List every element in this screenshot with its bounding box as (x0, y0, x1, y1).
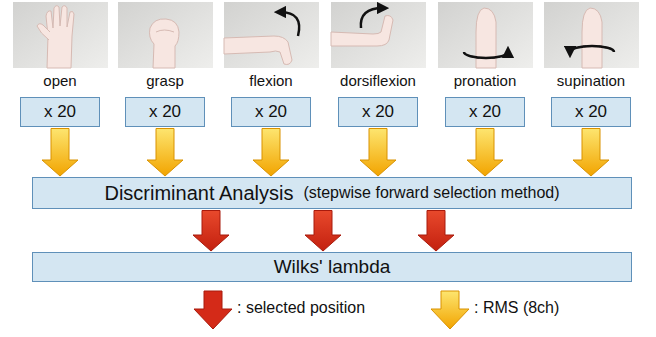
motion-label: flexion (249, 72, 292, 89)
motion-label: open (43, 72, 76, 89)
rotation-arrow (570, 46, 614, 52)
legend-red-arrow (194, 291, 232, 329)
rotation-arrow (464, 52, 508, 58)
motion-label: pronation (454, 72, 517, 89)
rotation-back (464, 52, 508, 58)
motion-arrow (361, 8, 383, 28)
process-box: Discriminant Analysis (stepwise forward s… (32, 177, 632, 209)
repeat-box: x 20 (338, 97, 418, 127)
motion-arrow (280, 12, 299, 36)
photo-ground (438, 2, 533, 68)
motion-label: grasp (146, 72, 184, 89)
box-title: Wilks' lambda (274, 256, 391, 278)
legend-text: : RMS (8ch) (474, 299, 559, 317)
repeat-box: x 20 (231, 97, 311, 127)
hand (46, 6, 74, 68)
selected-position-arrow (193, 211, 229, 252)
box-title: Discriminant Analysis (104, 182, 293, 205)
rms-arrow (467, 129, 503, 177)
supination-photo (544, 2, 639, 68)
hand (582, 8, 602, 68)
rms-arrow (360, 129, 396, 177)
grasp-photo (118, 2, 213, 68)
photo-ground (331, 2, 426, 68)
motion-label: supination (557, 72, 625, 89)
flexion-photo (224, 2, 319, 68)
box-title: x 20 (362, 102, 394, 122)
box-title: x 20 (255, 102, 287, 122)
photo-ground (544, 2, 639, 68)
fist (150, 19, 180, 68)
box-title: x 20 (575, 102, 607, 122)
rms-arrow (253, 129, 289, 177)
photo-ground (224, 2, 319, 68)
repeat-box: x 20 (551, 97, 631, 127)
rms-arrow (42, 129, 78, 177)
repeat-box: x 20 (445, 97, 525, 127)
hand (224, 36, 292, 65)
repeat-box: x 20 (125, 97, 205, 127)
pronation-photo (438, 2, 533, 68)
repeat-box: x 20 (20, 97, 100, 127)
box-title: x 20 (149, 102, 181, 122)
photo-ground (118, 2, 213, 68)
selected-position-arrow (305, 211, 341, 252)
rms-arrow (147, 129, 183, 177)
legend-yellow-arrow (431, 291, 469, 329)
photo-ground (13, 2, 108, 68)
selected-position-arrow (418, 211, 454, 252)
motion-label: dorsiflexion (340, 72, 416, 89)
knuckles (156, 30, 174, 32)
dorsiflexion-photo (331, 2, 426, 68)
box-title: x 20 (44, 102, 76, 122)
rms-arrow (573, 129, 609, 177)
legend-text: : selected position (237, 299, 365, 317)
box-title: x 20 (469, 102, 501, 122)
open-photo (13, 2, 108, 68)
box-subtitle: (stepwise forward selection method) (303, 184, 559, 202)
process-box: Wilks' lambda (32, 252, 632, 282)
thumb (37, 24, 50, 40)
rotation-back (570, 46, 614, 52)
